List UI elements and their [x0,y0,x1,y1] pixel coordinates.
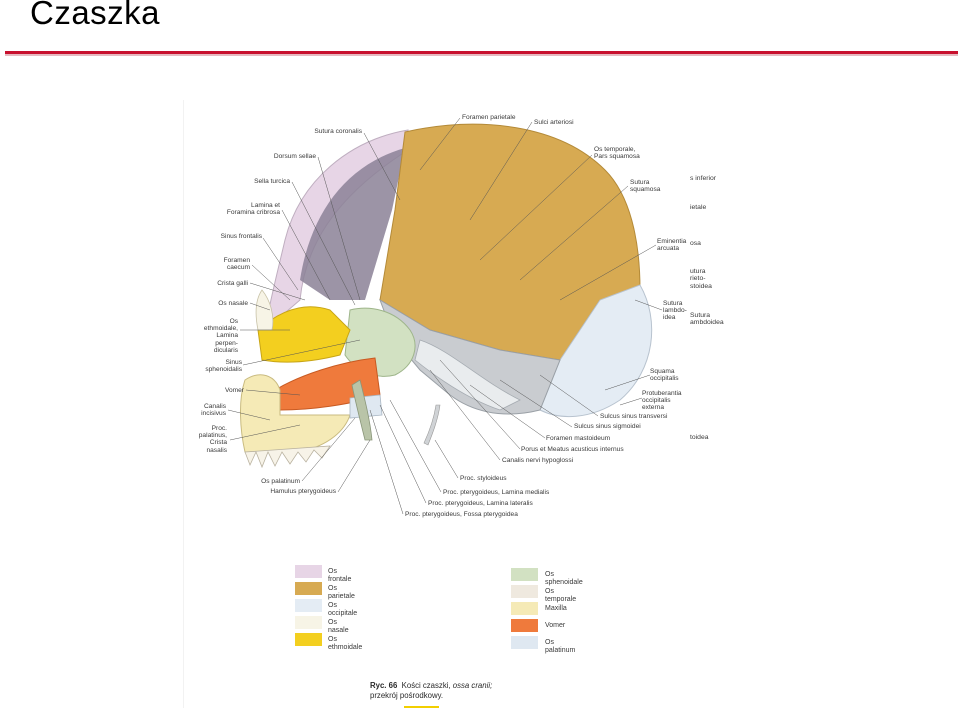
label-lamina-cribrosa: Lamina et Foramina cribrosa [226,202,280,217]
cutoff-label-3: osa [690,240,701,247]
label-sulcus-sinus-sigmoidei: Sulcus sinus sigmoidei [574,423,641,430]
caption-latin: ossa cranii; [452,681,493,690]
cranial-cavity-front [300,148,405,300]
caption-line2: przekrój pośrodkowy. [370,691,444,700]
legend-label-palatinum: Os palatinum [545,639,576,654]
os-temporale-region [379,298,561,415]
label-sutura-lambdoidea-inner: Sutura lambdo- idea [663,300,687,322]
caption-underline [404,706,439,708]
legend-swatch-temporale [511,585,538,598]
label-squama-occipitalis: Squama occipitalis [650,368,679,383]
label-sinus-frontalis: Sinus frontalis [220,233,262,240]
label-hamulus-pterygoideus: Hamulus pterygoideus [270,488,336,495]
legend-label-ethmoidale: Os ethmoidale [328,636,363,651]
legend-label-vomer: Vomer [545,622,566,629]
label-sulcus-sinus-transversi: Sulcus sinus transversi [600,413,668,420]
label-vomer: Vomer [224,387,244,394]
label-eminentia-arcuata: Eminentia arcuata [657,238,687,253]
label-sutura-coronalis: Sutura coronalis [314,128,362,135]
maxilla-region [239,374,351,453]
label-foramen-parietale: Foramen parietale [462,114,516,121]
legend-label-nasale: Os nasale [328,619,349,634]
os-nasale-region [255,289,274,331]
caption-number: Ryc. 66 [370,681,398,690]
label-os-temporale-pars-squamosa: Os temporale, Pars squamosa [594,146,640,161]
label-canalis-incisivus: Canalis incisivus [201,403,226,418]
legend-swatch-occipitale [295,599,322,612]
slide-title: Czaszka [30,0,161,31]
label-foramen-mastoideum: Foramen mastoideum [546,435,611,442]
legend-label-maxilla: Maxilla [545,605,567,612]
legend-swatch-sphenoidale [511,568,538,581]
cutoff-label-2: ietale [690,204,707,211]
label-sinus-sphenoidalis: Sinus sphenoidalis [205,359,242,374]
label-protuberantia-occipitalis: Protuberantia occipitalis externa [642,390,682,412]
legend-label-temporale: Os temporale [545,588,577,603]
figure-caption: Ryc. 66 Kości czaszki, ossa cranii; prze… [370,681,492,701]
label-sulci-arteriosi: Sulci arteriosi [534,119,574,126]
legend-label-frontale: Os frontale [328,568,352,583]
title-rule-shadow [5,54,958,56]
label-lamina-lateralis: Proc. pterygoideus, Lamina lateralis [428,500,533,507]
cutoff-label-5: Sutura ambdoidea [690,312,724,327]
label-os-palatinum: Os palatinum [261,478,300,485]
legend-swatch-frontale [295,565,322,578]
label-sella-turcica: Sella turcica [254,178,290,185]
cutoff-label-1: s inferior [690,175,717,182]
os-ethmoidale-region [257,306,351,363]
label-proc-styloideus: Proc. styloideus [460,475,507,482]
cutoff-label-4: utura rieto- stoidea [690,268,712,290]
legend-label-occipitale: Os occipitale [328,602,358,617]
teeth-row [244,445,331,469]
legend-swatch-maxilla [511,602,538,615]
legend-swatch-parietale [295,582,322,595]
label-foramen-caecum: Foramen caecum [223,257,250,272]
leader-lines [227,117,663,515]
legend-swatch-ethmoidale [295,633,322,646]
label-proc-palatinus: Proc. palatinus, Crista nasalis [198,425,227,454]
caption-text: Kości czaszki, [401,681,451,690]
label-fossa-pterygoidea: Proc. pterygoideus, Fossa pterygoidea [405,511,518,518]
label-canalis-nervi-hypoglossi: Canalis nervi hypoglossi [502,457,574,464]
label-os-nasale: Os nasale [218,300,248,307]
label-crista-galli: Crista galli [217,280,248,287]
legend-swatch-palatinum [511,636,538,649]
legend-swatch-vomer [511,619,538,632]
cutoff-label-6: toidea [690,434,709,441]
legend-label-sphenoidale: Os sphenoidale [545,571,583,586]
label-lamina-medialis: Proc. pterygoideus, Lamina medialis [443,489,550,496]
legend-swatch-nasale [295,616,322,629]
title-rule [5,51,958,54]
styloid-process [423,404,441,446]
label-os-ethmoidale: Os ethmoidale, Lamina perpen- dicularis [203,318,238,354]
label-dorsum-sellae: Dorsum sellae [273,153,316,160]
label-porus-meatus-acusticus: Porus et Meatus acusticus internus [521,446,624,453]
petrous-part [414,339,521,411]
pterygoid-process [351,379,373,441]
legend-label-parietale: Os parietale [328,585,355,600]
label-sutura-squamosa: Sutura squamosa [630,179,661,194]
